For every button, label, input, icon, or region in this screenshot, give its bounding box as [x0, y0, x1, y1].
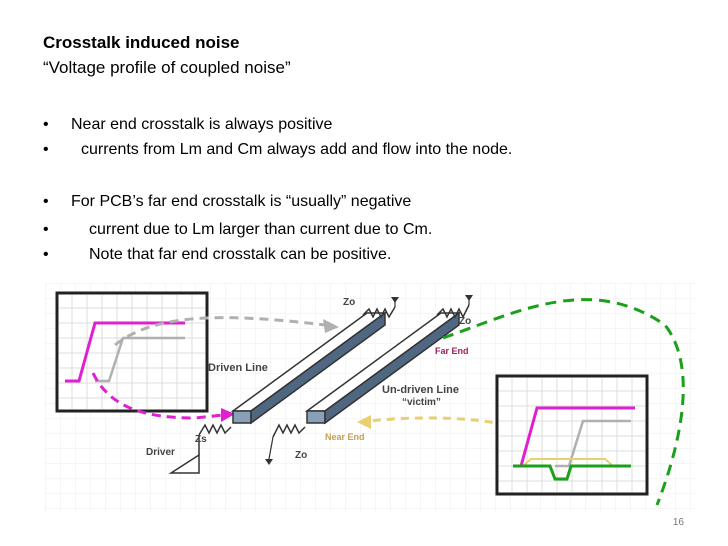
- driven-line-label: Driven Line: [208, 362, 268, 374]
- zo-label: Zo: [295, 450, 307, 461]
- yellow-arrowhead: [357, 415, 371, 429]
- bullet-text: currents from Lm and Cm always add and f…: [81, 141, 513, 158]
- bullet-marker: •: [43, 246, 49, 263]
- slide-subtitle: “Voltage profile of coupled noise”: [43, 58, 291, 77]
- gray-dashed-arrow: [114, 316, 326, 347]
- zo-label: Zo: [343, 297, 355, 308]
- magenta-dashed-arrow: [91, 372, 224, 420]
- bullet-marker: •: [43, 116, 49, 133]
- bullet-text: For PCB’s far end crosstalk is “usually”…: [71, 193, 412, 210]
- driver-waveform: [65, 321, 185, 383]
- bullet-text: Note that far end crosstalk can be posit…: [89, 246, 392, 263]
- magenta-arrowhead: [221, 408, 235, 422]
- victim-scope: [495, 374, 649, 496]
- driven-line-bar: [230, 311, 388, 425]
- bullet-text: current due to Lm larger than current du…: [89, 221, 433, 238]
- zo-label: Zo: [459, 316, 471, 327]
- undriven-line-bar: [304, 311, 462, 425]
- victim-label: “victim”: [402, 397, 441, 408]
- page-number: 16: [672, 517, 684, 528]
- driver-symbol: [168, 453, 200, 474]
- crosstalk-diagram: Zo Zo Far End Driven Line Un-driven Line…: [45, 283, 695, 513]
- near-end-label: Near End: [325, 432, 365, 442]
- bottom-resistor: [272, 423, 306, 438]
- gray-arrowhead: [323, 319, 339, 333]
- source-resistor: [198, 423, 232, 436]
- far-end-noise-waveform: [513, 464, 631, 481]
- near-end-scope: [55, 291, 209, 413]
- far-end-driven-waveform: [95, 336, 185, 383]
- undriven-line-label: Un-driven Line: [382, 384, 459, 396]
- zs-label: Zs: [195, 434, 207, 445]
- slide-title: Crosstalk induced noise: [43, 33, 240, 52]
- bullet-text: Near end crosstalk is always positive: [71, 116, 333, 133]
- top-left-resistor: [362, 306, 396, 319]
- top-right-resistor: [436, 304, 470, 319]
- bullet-marker: •: [43, 193, 49, 210]
- far-end-label: Far End: [435, 346, 469, 356]
- ground-arrow: [465, 295, 473, 301]
- driven-far-end-waveform: [555, 419, 631, 468]
- yellow-dashed-arrow: [369, 416, 521, 430]
- driver-label: Driver: [146, 447, 175, 458]
- ground-arrow: [265, 459, 273, 465]
- bullet-marker: •: [43, 141, 49, 158]
- green-dashed-arrow: [442, 298, 685, 506]
- bullet-marker: •: [43, 221, 49, 238]
- ground-arrow: [391, 297, 399, 303]
